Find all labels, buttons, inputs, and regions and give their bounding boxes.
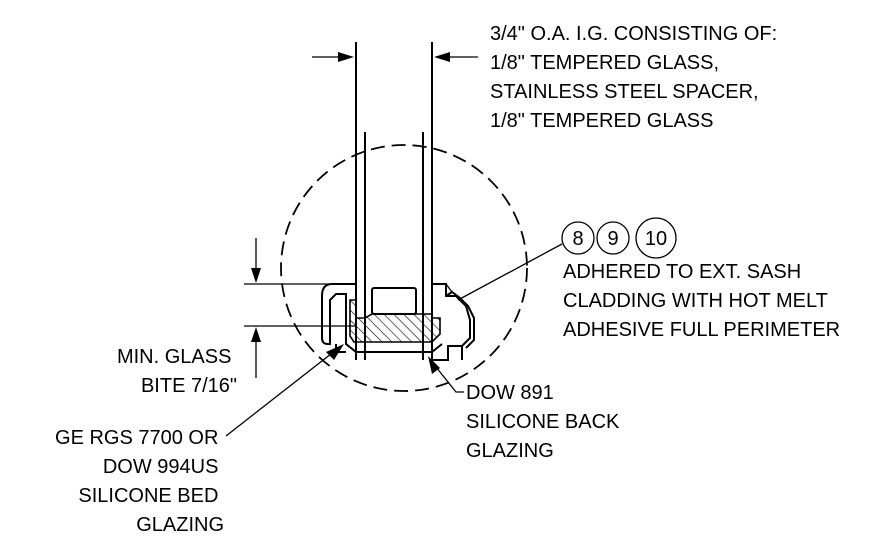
reference-tag-10-label: 10 — [645, 228, 667, 250]
bed-glazing-line: DOW 994US — [103, 456, 219, 478]
reference-tag-8-label: 8 — [572, 228, 583, 250]
silicone-bed-glazing-hatch — [349, 299, 441, 343]
back-glazing-line: GLAZING — [466, 440, 554, 462]
detail-boundary-circle — [280, 144, 528, 392]
ig-unit-line: STAINLESS STEEL SPACER, — [490, 81, 759, 103]
overall-thickness-dimension — [312, 52, 478, 62]
bed-glazing-callout: GE RGS 7700 OR DOW 994US SILICONE BED GL… — [55, 427, 224, 536]
reference-tag-9-label: 9 — [607, 228, 618, 250]
sash-adhesive-callout: ADHERED TO EXT. SASH CLADDING WITH HOT M… — [563, 261, 840, 341]
reference-tag-10 — [635, 217, 677, 259]
reference-tag-8 — [561, 221, 595, 255]
glass-lites — [355, 42, 433, 360]
sash-adhesive-tags: 8 9 10 — [561, 217, 677, 259]
ig-unit-line: 1/8" TEMPERED GLASS — [490, 110, 713, 132]
leader-lines — [225, 243, 563, 437]
back-glazing-callout: DOW 891 SILICONE BACK GLAZING — [466, 382, 625, 462]
reference-tag-9 — [596, 221, 630, 255]
back-glazing-line: SILICONE BACK — [466, 411, 620, 433]
sash-adhesive-line: ADHESIVE FULL PERIMETER — [563, 319, 840, 341]
glass-bite-callout: MIN. GLASS BITE 7/16" — [117, 346, 237, 397]
back-glazing-line: DOW 891 — [466, 382, 554, 404]
bed-glazing-line: GE RGS 7700 OR — [55, 427, 218, 449]
ig-unit-line: 1/8" TEMPERED GLASS, — [490, 52, 719, 74]
glass-bite-dimension — [244, 238, 356, 378]
bed-glazing-line: GLAZING — [136, 514, 224, 536]
sash-adhesive-line: CLADDING WITH HOT MELT — [563, 290, 828, 312]
ig-unit-line: 3/4" O.A. I.G. CONSISTING OF: — [490, 23, 777, 45]
ig-unit-callout: 3/4" O.A. I.G. CONSISTING OF: 1/8" TEMPE… — [490, 23, 783, 132]
glass-bite-line: MIN. GLASS — [117, 346, 231, 368]
glass-bite-line: BITE 7/16" — [141, 375, 237, 397]
sash-adhesive-line: ADHERED TO EXT. SASH — [563, 261, 801, 283]
bed-glazing-line: SILICONE BED — [78, 485, 218, 507]
stainless-steel-spacer — [371, 287, 417, 315]
sash-frame-profile — [321, 283, 475, 361]
